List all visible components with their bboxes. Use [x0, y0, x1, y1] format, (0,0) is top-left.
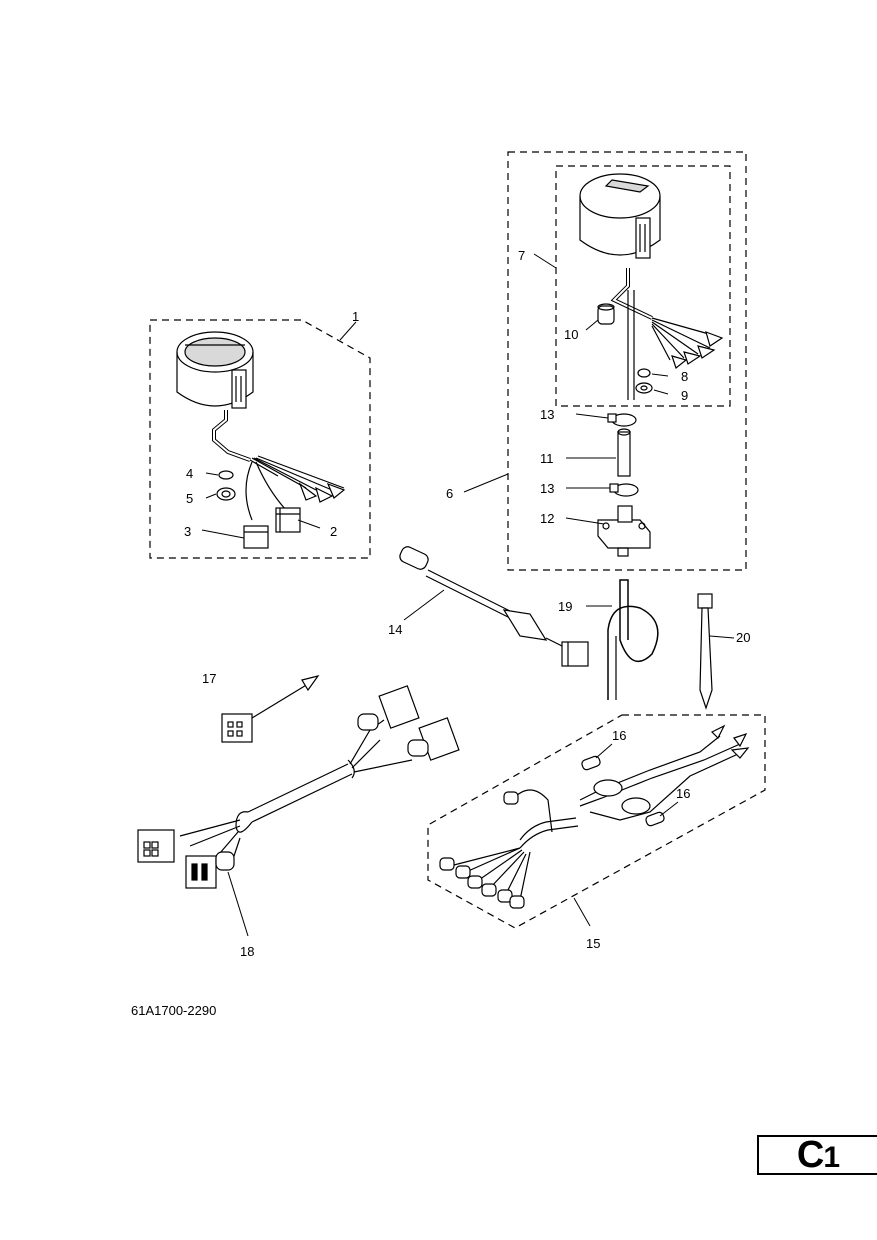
callout-4: 4	[186, 466, 193, 481]
callout-16-lower: 16	[676, 786, 690, 801]
part-20-cable-tie	[697, 593, 713, 710]
leader-lines	[201, 253, 735, 937]
part-18-harness	[137, 685, 460, 889]
part-14-cable	[399, 546, 589, 667]
part-19-hose	[607, 579, 659, 700]
page-code-box: C1	[757, 1135, 877, 1175]
callout-12: 12	[540, 511, 554, 526]
part-2-connector	[275, 507, 301, 533]
callout-6: 6	[446, 486, 453, 501]
part-13-clamp-upper	[607, 413, 637, 427]
callout-13-upper: 13	[540, 407, 554, 422]
callout-labels: 1 2 3 4 5 6 7 8 9 10 11 12 13 13 14 15 1…	[184, 248, 750, 959]
part-8-washer	[637, 368, 651, 378]
callout-15: 15	[586, 936, 600, 951]
group-7-outline	[555, 165, 731, 407]
part-11-tube	[617, 428, 631, 477]
part-1-meter	[176, 331, 346, 521]
callout-2: 2	[330, 524, 337, 539]
callout-3: 3	[184, 524, 191, 539]
part-5-nut	[216, 487, 236, 501]
callout-5: 5	[186, 491, 193, 506]
part-13-clamp-lower	[609, 483, 639, 497]
group-6-outline	[507, 151, 747, 571]
part-3-connector	[243, 525, 269, 549]
callout-7: 7	[518, 248, 525, 263]
callout-18: 18	[240, 944, 254, 959]
callout-13-lower: 13	[540, 481, 554, 496]
callout-9: 9	[681, 388, 688, 403]
page-code-letter: C	[796, 1134, 824, 1176]
callout-11: 11	[540, 451, 554, 466]
part-12-sensor	[597, 505, 651, 557]
callout-17: 17	[202, 671, 216, 686]
callout-10: 10	[564, 327, 578, 342]
page-code: C1	[796, 1134, 840, 1176]
callout-19: 19	[558, 599, 572, 614]
part-4-washer	[218, 470, 234, 480]
document-code: 61A1700-2290	[131, 1003, 217, 1018]
part-17-connector	[221, 675, 320, 743]
part-15-harness	[439, 724, 750, 909]
callout-1: 1	[352, 309, 359, 324]
part-10-cap	[597, 303, 615, 325]
callout-20: 20	[736, 630, 750, 645]
callout-8: 8	[681, 369, 688, 384]
callout-16-upper: 16	[612, 728, 626, 743]
part-16-fuse-lower	[645, 811, 665, 827]
group-1-outline	[149, 319, 371, 559]
group-15-outline	[427, 714, 766, 929]
part-9-nut	[635, 382, 653, 394]
part-16-fuse-upper	[581, 755, 601, 771]
part-7-meter	[579, 173, 724, 400]
page-code-number: 1	[823, 1141, 840, 1174]
callout-14: 14	[388, 622, 402, 637]
